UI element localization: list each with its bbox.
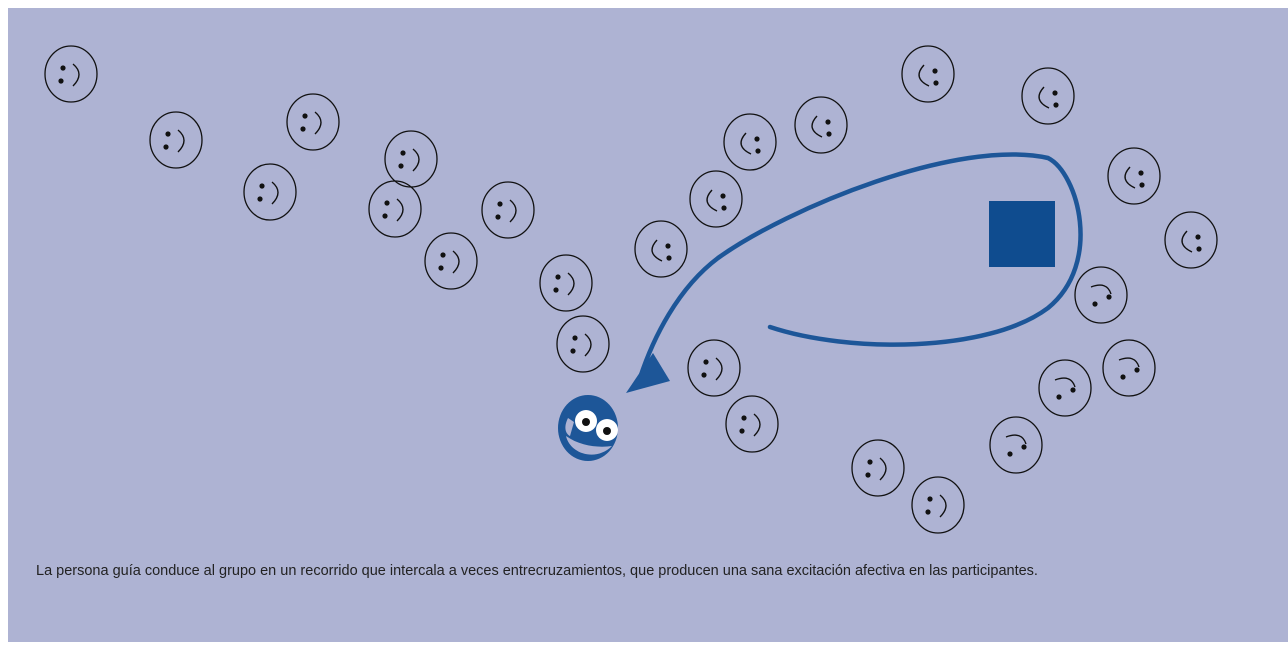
- smiley-face-icon: [1107, 147, 1161, 205]
- smiley-face-icon: [723, 113, 777, 171]
- smiley-face-icon: [634, 220, 688, 278]
- smiley-face-icon: [556, 315, 610, 373]
- smiley-face-icon: [794, 96, 848, 154]
- smiley-face-icon: [539, 254, 593, 312]
- smiley-face-icon: [689, 170, 743, 228]
- diagram-panel: La persona guía conduce al grupo en un r…: [8, 8, 1288, 642]
- smiley-face-icon: [851, 439, 905, 497]
- arrowhead-icon: [626, 353, 670, 393]
- diagram-scene: [44, 45, 1218, 534]
- smiley-face-icon: [481, 181, 535, 239]
- curved-arrow-icon: [637, 152, 1083, 381]
- smiley-face-icon: [725, 395, 779, 453]
- participants-group: [44, 45, 1218, 534]
- smiley-face-icon: [989, 416, 1043, 474]
- smiley-face-icon: [384, 130, 438, 188]
- smiley-face-icon: [1102, 339, 1156, 397]
- smiley-face-icon: [901, 45, 955, 103]
- smiley-face-icon: [687, 339, 741, 397]
- smiley-face-icon: [243, 163, 297, 221]
- smiley-face-icon: [286, 93, 340, 151]
- smiley-face-icon: [149, 111, 203, 169]
- smiley-face-icon: [368, 180, 422, 238]
- smiley-face-icon: [1164, 211, 1218, 269]
- smiley-face-icon: [1038, 359, 1092, 417]
- square-marker-icon: [989, 201, 1055, 267]
- smiley-face-icon: [1021, 67, 1075, 125]
- smiley-face-icon: [1074, 266, 1128, 324]
- guide-face-icon: [558, 395, 618, 461]
- smiley-face-icon: [424, 232, 478, 290]
- smiley-face-icon: [44, 45, 98, 103]
- caption-text: La persona guía conduce al grupo en un r…: [36, 563, 1038, 579]
- smiley-face-icon: [911, 476, 965, 534]
